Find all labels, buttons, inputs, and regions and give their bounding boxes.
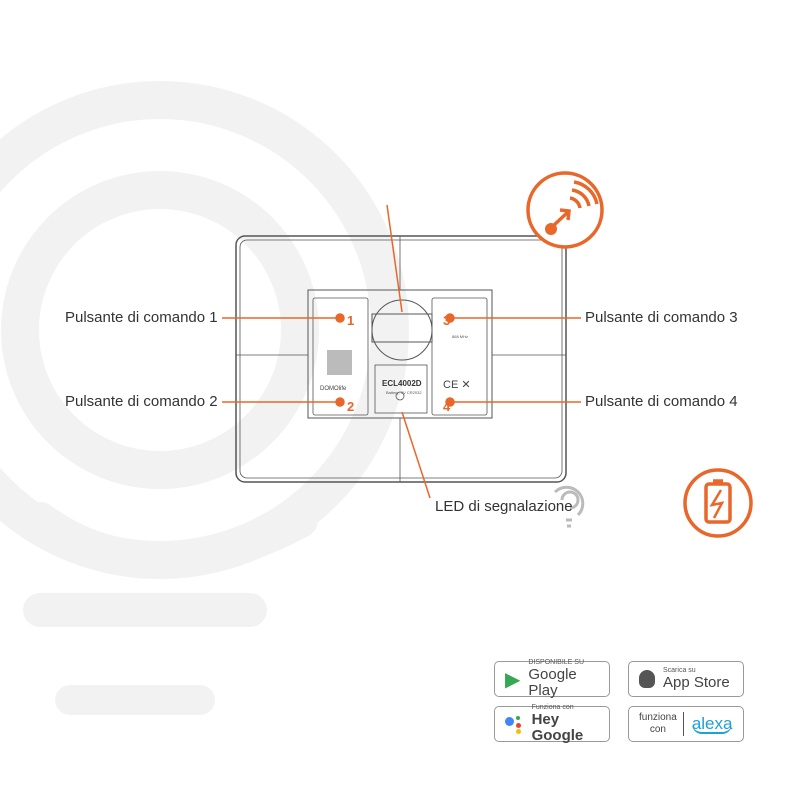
app-store-small: Scarica su [663,667,696,674]
model-text: ECL4002D [382,379,422,388]
frequency-text: 868 MHz [452,334,468,339]
apple-icon [639,670,655,688]
label-button-3: Pulsante di comando 3 [585,309,738,326]
alexa-logo: alexa [691,713,733,734]
alexa-badge[interactable]: funziona con alexa [628,706,744,742]
app-store-big: App Store [663,674,730,691]
google-play-small: DISPONIBILE SU [528,659,585,666]
battery-text: Battery: 3V CR2032 [386,390,422,395]
hey-google-small: Funziona con [531,704,574,711]
alexa-small-2: con [649,724,666,735]
label-button-1: Pulsante di comando 1 [65,309,218,326]
google-play-big: Google Play [528,666,577,699]
wireless-transmit-icon [526,171,604,249]
number-4: 4 [443,399,451,414]
number-3: 3 [443,313,450,328]
battery-charge-icon [683,468,753,538]
number-1: 1 [347,313,354,328]
ce-mark: CE ✕ [443,379,471,391]
hey-google-big: Hey Google [531,711,584,744]
button-numbers: 1 2 3 4 [347,313,451,414]
device-plate [235,235,567,483]
google-play-icon: ▶ [505,668,521,691]
led-signal-icon [553,485,585,528]
google-assistant-icon [505,714,524,734]
number-2: 2 [347,399,354,414]
background-arcs [0,81,409,715]
label-led: LED di segnalazione [435,498,573,515]
alexa-small-1: funziona [639,712,677,723]
label-button-4: Pulsante di comando 4 [585,393,738,410]
brand-text: DOMOlife [320,386,347,392]
leader-lines [222,204,581,499]
label-button-2: Pulsante di comando 2 [65,393,218,410]
